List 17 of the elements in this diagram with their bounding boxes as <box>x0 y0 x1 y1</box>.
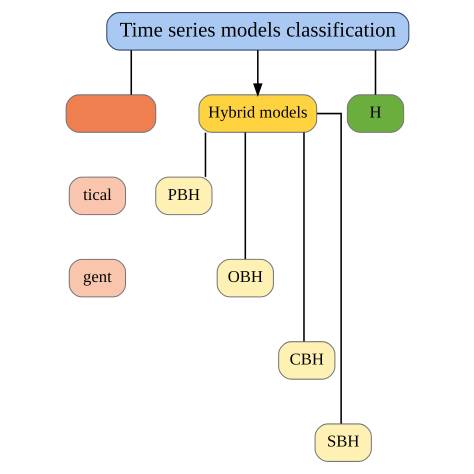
connector <box>244 132 246 259</box>
node-box: H <box>346 94 404 133</box>
node-box: Time series models classification <box>106 12 409 51</box>
node-box: Hybrid models <box>198 94 317 133</box>
connector <box>374 50 376 95</box>
node-box <box>65 94 156 133</box>
node-box: OBH <box>216 258 274 298</box>
node-box: CBH <box>278 341 335 380</box>
node-box: tical <box>68 176 126 216</box>
node-box: PBH <box>154 176 212 216</box>
connector <box>316 112 342 424</box>
node-box: gent <box>68 258 126 298</box>
node-box: SBH <box>314 423 372 462</box>
connector <box>130 50 132 95</box>
arrow <box>252 50 262 97</box>
connector <box>302 132 304 342</box>
connector <box>204 132 206 177</box>
